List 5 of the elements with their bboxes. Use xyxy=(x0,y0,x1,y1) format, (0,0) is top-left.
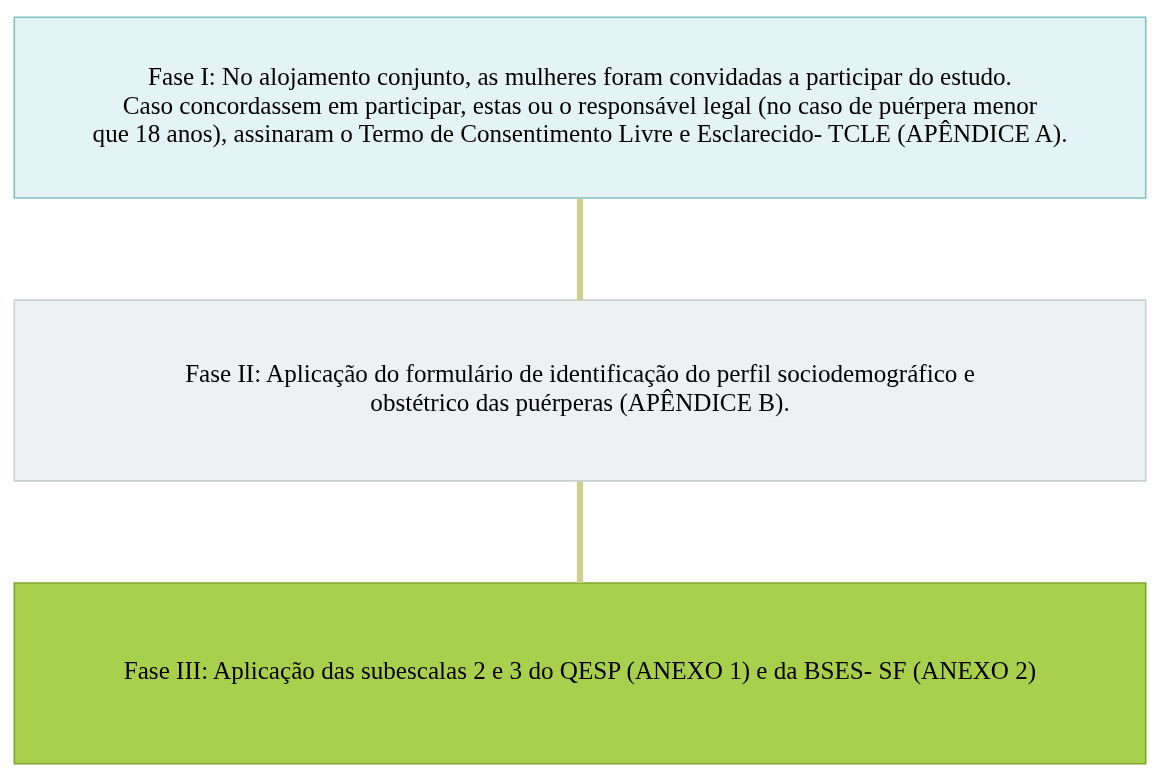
node-box: Fase III: Aplicação das subescalas 2 e 3 do QESP (ANEXO 1) e da BSES- SF (ANEXO 2) xyxy=(13,582,1147,765)
node-box: Fase II: Aplicação do formulário de identificação do perfil sociodemográfico e obstétrico das puérperas (APÊNDICE B). xyxy=(13,299,1147,482)
connector xyxy=(576,198,584,301)
connector xyxy=(576,481,584,583)
node-box: Fase I: No alojamento conjunto, as mulheres foram convidadas a participar do estudo. Caso concordassem em participar, estas ou o responsável legal (no caso de puérpera menor que 18 anos), assinaram o Termo de Consentimento Livre e Esclarecido- TCLE (APÊNDICE A). xyxy=(13,16,1147,199)
